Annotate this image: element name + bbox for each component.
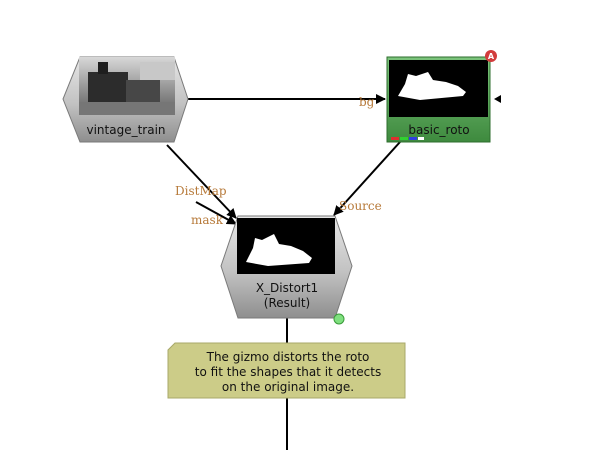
channel-green (400, 137, 408, 140)
animation-badge-label: A (488, 52, 495, 61)
edge-label-distmap: DistMap (175, 184, 227, 198)
node-vintage-train[interactable]: vintage_train (62, 56, 189, 143)
edge-roto-to-distort-source[interactable] (333, 141, 401, 216)
distort-shape (246, 234, 312, 266)
node-basic-roto[interactable]: basic_roto A (386, 50, 501, 143)
edge-train-to-distort-distmap[interactable] (166, 144, 237, 219)
animation-badge-icon (485, 50, 497, 62)
node-x-distort1-label-line1: X_Distort1 (256, 281, 318, 295)
edge-label-source: Source (339, 199, 382, 213)
node-x-distort1[interactable]: X_Distort1 (Result) (220, 215, 353, 325)
channel-red (391, 137, 399, 140)
edge-label-mask: mask (191, 213, 224, 227)
node-x-distort1-label-line2: (Result) (264, 296, 310, 310)
roto-shape (398, 72, 466, 100)
sticky-note-line2: to fit the shapes that it detects (195, 365, 381, 379)
viewer-indicator-icon (333, 313, 345, 325)
node-basic-roto-label: basic_roto (408, 123, 469, 137)
train-thumbnail (79, 57, 175, 115)
edge-mask-input[interactable] (195, 201, 237, 225)
channel-alpha (418, 137, 424, 140)
edge-label-bg: bg (359, 95, 375, 109)
output-arrow-icon[interactable] (494, 95, 501, 103)
sticky-note-body (167, 342, 406, 399)
node-vintage-train-label: vintage_train (86, 123, 165, 137)
channel-blue (409, 137, 417, 140)
sticky-note-line1: The gizmo distorts the roto (206, 350, 370, 364)
sticky-note-line3: on the original image. (222, 380, 354, 394)
sticky-note[interactable]: The gizmo distorts the roto to fit the s… (167, 342, 406, 399)
